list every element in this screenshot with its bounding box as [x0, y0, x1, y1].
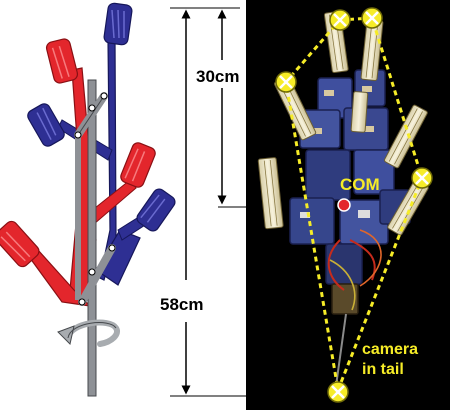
photo-panel: COM camera in tail — [246, 0, 450, 410]
circle-x-marker-icon — [329, 9, 351, 31]
circle-x-marker-icon — [275, 71, 297, 93]
circle-x-marker-icon — [361, 7, 383, 29]
gray-linkage — [74, 79, 116, 397]
robot-fins — [257, 10, 429, 236]
circle-x-marker-icon — [411, 167, 433, 189]
dim-upper-label: 30cm — [196, 67, 239, 86]
camera-label-line1: camera — [362, 341, 418, 358]
curved-rotation-arrow-icon — [57, 319, 120, 347]
dim-total-label: 58cm — [160, 295, 203, 314]
camera-label-line2: in tail — [362, 361, 404, 378]
schematic-drawing — [0, 2, 176, 397]
circle-x-marker-icon — [327, 381, 349, 403]
blue-arm — [27, 2, 176, 286]
com-label: COM — [340, 175, 380, 194]
com-marker-icon — [337, 198, 351, 212]
